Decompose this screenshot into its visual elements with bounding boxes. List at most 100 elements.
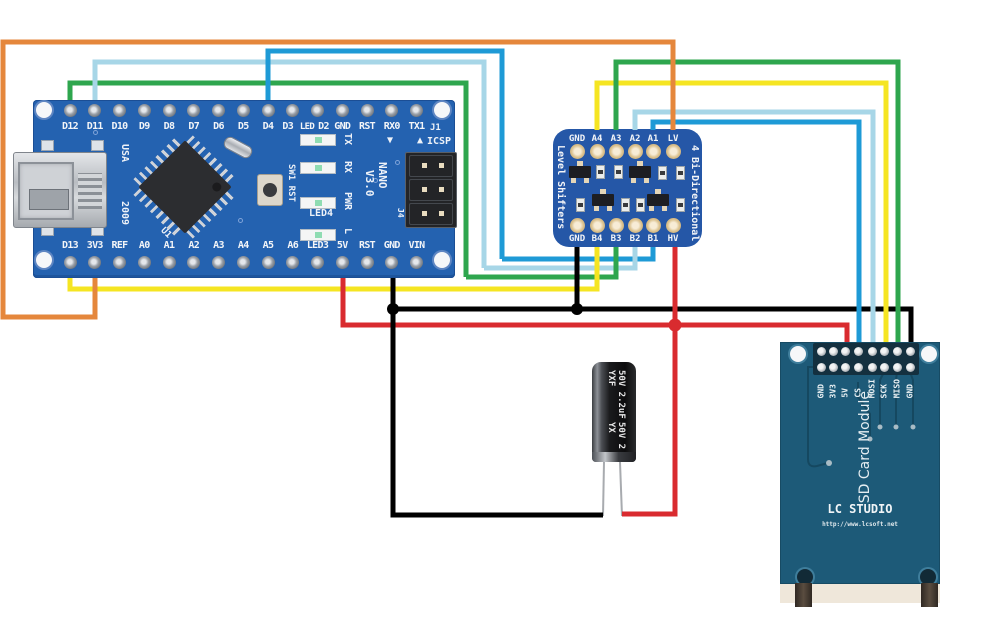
- level-shifter-pin-gnd: [569, 217, 585, 233]
- led-l: [300, 229, 336, 241]
- nano-pin-label: 3V3: [86, 240, 104, 251]
- nano-pin-d7: [187, 103, 201, 117]
- header-pin: [422, 211, 427, 216]
- via: [93, 130, 98, 135]
- nano-pin-gnd: [335, 103, 349, 117]
- header-pin: [422, 163, 427, 168]
- mosfet: [647, 189, 669, 211]
- nano-pin-d11: [88, 103, 102, 117]
- sd-pin-5v: [840, 362, 850, 372]
- nano-pin-a4: [236, 255, 250, 269]
- capacitor-marking-bottom: 50V 2 YX: [606, 422, 626, 449]
- level-shifter-pin-label: GND: [568, 234, 586, 244]
- sd-pin-mosi: [867, 346, 877, 356]
- level-shifter-pin-a1: [645, 143, 661, 159]
- resistor: [658, 166, 667, 180]
- nano-pin-5v: [335, 255, 349, 269]
- nano-pin-3v3: [88, 255, 102, 269]
- electrolytic-capacitor: 50V 2.2uF YXF 50V 2 YX: [592, 362, 636, 462]
- nano-pin-label: A4: [237, 240, 249, 251]
- led-lens: [315, 137, 322, 143]
- sd-pin-cs: [853, 362, 863, 372]
- sd-module-foot: [795, 583, 812, 607]
- level-shifter-pin-a2: [627, 143, 643, 159]
- nano-pin-led3: [311, 255, 324, 269]
- level-shifter-pin-a3: [608, 143, 624, 159]
- trace: [857, 382, 871, 438]
- level-shifter-pin-b2: [627, 217, 643, 233]
- nano-pin-label: D13: [62, 240, 79, 251]
- header-row: [409, 203, 453, 225]
- mini-usb-connector: [13, 152, 107, 228]
- reset-button-knob: [263, 183, 277, 197]
- via: [395, 160, 400, 165]
- nano-pin-d9: [137, 103, 151, 117]
- nano-pin-label: LED3: [306, 240, 329, 251]
- nano-pin-d2: [311, 103, 324, 117]
- capacitor-rating: 50V 2.2uF: [616, 370, 626, 419]
- nano-pin-gnd: [385, 255, 399, 269]
- wire-d11-b2: [484, 247, 638, 271]
- level-shifter-right-label: 4 Bi-Directional: [689, 145, 700, 242]
- wire-a4-sck: [594, 80, 889, 342]
- led-rx: [300, 162, 336, 174]
- led-tx: [300, 134, 336, 146]
- wire-5v-sd: [340, 278, 850, 342]
- trace: [807, 366, 829, 468]
- mounting-hole: [920, 569, 936, 585]
- junction-dot-5v: [668, 318, 682, 332]
- nano-pin-label: RST: [359, 121, 376, 132]
- nano-pin-d8: [162, 103, 176, 117]
- level-shifter-pin-lv: [665, 143, 681, 159]
- nano-pin-d6: [212, 103, 225, 117]
- nano-pin-ref: [113, 255, 126, 269]
- led-pwr: [300, 197, 336, 209]
- nano-pin-label: REF: [111, 240, 129, 251]
- nano-pin-a1: [162, 255, 176, 269]
- arrow-down-icon: ▼: [387, 135, 394, 146]
- sd-pin-cs: [853, 346, 863, 356]
- mounting-hole: [921, 346, 937, 362]
- level-shifter-pin-label: B4: [591, 234, 603, 244]
- nano-pin-rst: [360, 103, 374, 117]
- resistor: [676, 198, 685, 212]
- reset-button: [257, 174, 283, 206]
- sd-pin-sck: [879, 346, 889, 356]
- level-shifter-pin-b1: [645, 217, 661, 233]
- level-shifter-pin-label: A1: [647, 134, 659, 144]
- silk-tx: TX: [342, 133, 353, 146]
- trace-via: [867, 436, 873, 442]
- usb-opening: [18, 162, 74, 220]
- mounting-hole: [434, 252, 450, 268]
- nano-pin-label: D5: [237, 121, 249, 132]
- nano-pin-label: GND: [383, 240, 401, 251]
- level-shifter-pin-hv: [665, 217, 681, 233]
- nano-pin-label: D9: [138, 121, 150, 132]
- wire-d4-b1: [502, 247, 656, 262]
- level-shifter-pin-label: B1: [647, 234, 659, 244]
- silk-pwr: PWR: [342, 192, 353, 211]
- resistor: [576, 198, 585, 212]
- silk-usa: USA: [119, 144, 130, 163]
- level-shifter-pin-a4: [589, 143, 605, 159]
- sd-pin-miso: [892, 362, 902, 372]
- resistor: [596, 165, 605, 179]
- nano-pin-label: D6: [213, 121, 224, 132]
- junction-dot-gnd: [387, 303, 399, 315]
- nano-pin-a2: [187, 255, 201, 269]
- silk-j1: J1: [430, 123, 441, 133]
- silk-rx: RX: [342, 161, 353, 174]
- capacitor-leg-positive: [619, 461, 623, 517]
- nano-pin-label: RX0: [383, 121, 401, 132]
- wire-d12-b3: [67, 80, 469, 277]
- usb-pad: [91, 140, 104, 151]
- level-shifter-pin-label: A4: [591, 134, 603, 144]
- mounting-hole: [36, 102, 52, 118]
- wire-a1-cs: [650, 119, 862, 342]
- header-pin: [439, 211, 444, 216]
- level-shifter-pin-b4: [589, 217, 605, 233]
- nano-pin-a0: [137, 255, 151, 269]
- sd-module-shadow: [780, 583, 940, 603]
- sd-pin-5v: [840, 346, 850, 356]
